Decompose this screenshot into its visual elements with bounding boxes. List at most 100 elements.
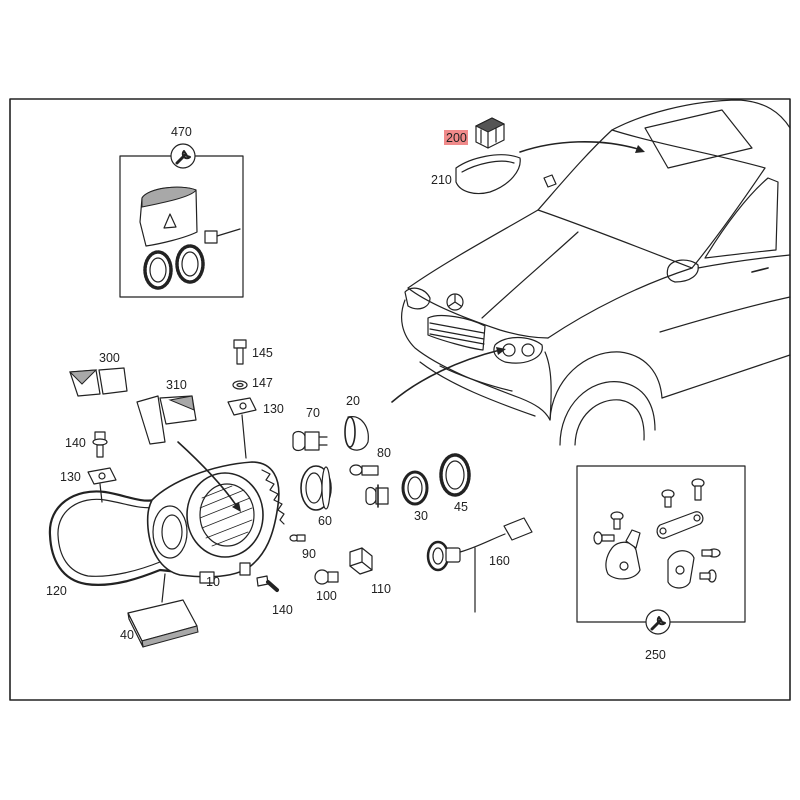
wrench-icon-jaw xyxy=(181,150,191,160)
bolt-shank xyxy=(236,347,244,365)
cover-tray-rim xyxy=(461,160,515,173)
repair-lever xyxy=(656,511,704,539)
part-130-left-clip xyxy=(87,467,117,503)
housing-ribs xyxy=(261,469,285,525)
socket-detail xyxy=(349,547,373,571)
hood-right-edge xyxy=(547,267,693,339)
callout-60: 60 xyxy=(318,514,332,528)
callout-140-lower: 140 xyxy=(272,603,293,617)
bulb-glass xyxy=(365,486,377,506)
part-140-left-bolt xyxy=(92,431,108,458)
callout-40: 40 xyxy=(120,628,134,642)
ballast-leader xyxy=(161,573,166,603)
callout-210: 210 xyxy=(431,173,452,187)
small-connector-body xyxy=(204,230,218,244)
beltline xyxy=(697,254,791,269)
clip-hole xyxy=(239,402,247,410)
socket-body xyxy=(349,547,373,575)
part-130-upper-clip xyxy=(227,397,257,459)
callout-250: 250 xyxy=(645,648,666,662)
bracket-hole xyxy=(619,561,629,571)
screw-shank xyxy=(699,572,711,580)
lever-hole xyxy=(693,514,701,522)
arrow-to-headlight xyxy=(391,349,501,403)
lever-hole xyxy=(659,527,667,535)
small-connector xyxy=(204,228,241,244)
callout-310: 310 xyxy=(166,378,187,392)
trim-horizontal-shade xyxy=(168,395,195,411)
front-tire xyxy=(559,381,656,446)
callout-470: 470 xyxy=(171,125,192,139)
washer-outer xyxy=(232,380,248,390)
part-100-bulb xyxy=(314,569,339,585)
part-145-bolt xyxy=(233,339,247,365)
vehicle-sunroof xyxy=(644,109,753,169)
grille-slats xyxy=(429,322,485,345)
part-80-bulb xyxy=(349,464,379,476)
part-60-cap xyxy=(300,465,332,511)
part-200-control-module xyxy=(474,117,506,149)
arrow-to-headlight-head xyxy=(496,347,506,355)
side-mirror xyxy=(666,259,699,283)
wrench-icon-jaw xyxy=(656,616,666,626)
high-beam-reflector-inner xyxy=(199,483,255,547)
part-140-lower-bolt xyxy=(256,575,279,592)
kit-250-box xyxy=(576,465,746,635)
arrow-to-reflector xyxy=(177,441,237,506)
washer-hole xyxy=(236,382,244,388)
part-110-socket xyxy=(349,547,373,575)
screw-shank xyxy=(601,534,615,542)
repair-screw xyxy=(610,511,624,530)
side-character-line xyxy=(659,296,791,333)
headlight-right-outline xyxy=(493,336,543,364)
part-300-trim xyxy=(68,367,128,397)
callout-80: 80 xyxy=(377,446,391,460)
bolt-shank xyxy=(266,580,279,592)
hood-crease xyxy=(481,231,579,319)
repair-screw xyxy=(691,478,705,501)
arrow-to-roof xyxy=(519,141,639,153)
bracket-body xyxy=(605,541,641,580)
callout-200-highlight xyxy=(444,130,468,145)
bolt-shank xyxy=(96,444,104,458)
radiator-grille xyxy=(427,314,486,351)
lever-body xyxy=(656,511,704,539)
clip-plate xyxy=(227,397,257,416)
bracket-body xyxy=(667,550,695,589)
bulb-base xyxy=(327,571,339,583)
a-pillar-left xyxy=(537,129,613,211)
arrow-to-reflector-head xyxy=(232,502,241,512)
screw-shank xyxy=(701,549,713,557)
callout-120: 120 xyxy=(46,584,67,598)
headlight-right-lamp-outer xyxy=(521,343,535,357)
cap-rim xyxy=(321,466,331,510)
callout-90: 90 xyxy=(302,547,316,561)
bolt-head xyxy=(233,339,247,349)
part-40-ballast xyxy=(127,573,199,648)
callout-147: 147 xyxy=(252,376,273,390)
hood-front-edge xyxy=(407,287,549,339)
warning-triangle-icon xyxy=(163,213,177,229)
ballast-end xyxy=(127,612,144,648)
bulb-glass xyxy=(292,430,306,452)
wrench-icon xyxy=(645,609,671,635)
hood-left-edge xyxy=(407,209,539,289)
repair-screw xyxy=(701,548,721,558)
part-70-bulb xyxy=(292,430,328,452)
arrow-to-roof-head xyxy=(635,145,645,153)
callout-30: 30 xyxy=(414,509,428,523)
low-beam-reflector xyxy=(152,505,188,559)
bumper-upper xyxy=(401,299,551,421)
repair-screw xyxy=(593,531,615,545)
bumper-lower xyxy=(419,361,536,417)
repair-screw xyxy=(661,489,675,508)
housing-shell xyxy=(146,461,280,578)
retaining-ring-right xyxy=(175,244,205,284)
retaining-ring-inner xyxy=(181,251,199,277)
windshield-base xyxy=(537,209,693,269)
ring-outer xyxy=(439,453,471,497)
screw-shank xyxy=(694,485,702,501)
bracket-tab xyxy=(625,529,641,549)
igniter-connector xyxy=(503,517,533,541)
